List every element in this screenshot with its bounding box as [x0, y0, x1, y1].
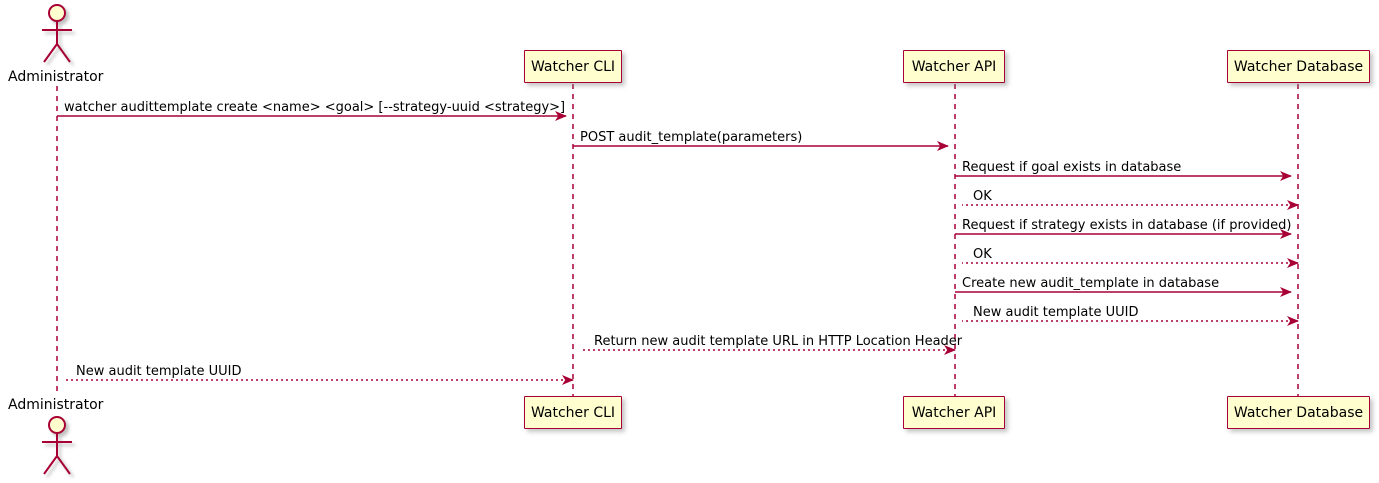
message-label-3: Request if goal exists in database: [962, 160, 1182, 175]
message-arrows: [57, 111, 1299, 385]
message-label-8: New audit template UUID: [973, 305, 1139, 320]
actor-label-administrator-bottom: Administrator: [8, 397, 104, 413]
actor-administrator-bottom: [42, 416, 72, 475]
message-label-6: OK: [973, 247, 992, 262]
participant-watcher-api-bottom[interactable]: Watcher API: [903, 396, 1005, 429]
participant-watcher-cli-bottom[interactable]: Watcher CLI: [524, 396, 622, 429]
message-label-10: New audit template UUID: [76, 364, 242, 379]
message-label-5: Request if strategy exists in database (…: [962, 218, 1292, 233]
message-label-1: watcher audittemplate create <name> <goa…: [64, 100, 566, 115]
actor-label-administrator-top: Administrator: [8, 69, 104, 85]
message-label-7: Create new audit_template in database: [962, 276, 1220, 291]
lifelines: [56, 84, 1299, 396]
participant-watcher-database-bottom[interactable]: Watcher Database: [1227, 396, 1370, 429]
message-label-9: Return new audit template URL in HTTP Lo…: [594, 334, 963, 349]
participant-watcher-database-top[interactable]: Watcher Database: [1227, 50, 1370, 83]
participant-watcher-cli-top[interactable]: Watcher CLI: [524, 50, 622, 83]
participant-watcher-api-top[interactable]: Watcher API: [903, 50, 1005, 83]
message-label-2: POST audit_template(parameters): [580, 130, 803, 145]
message-label-4: OK: [973, 189, 992, 204]
actor-administrator-top: [42, 4, 72, 63]
